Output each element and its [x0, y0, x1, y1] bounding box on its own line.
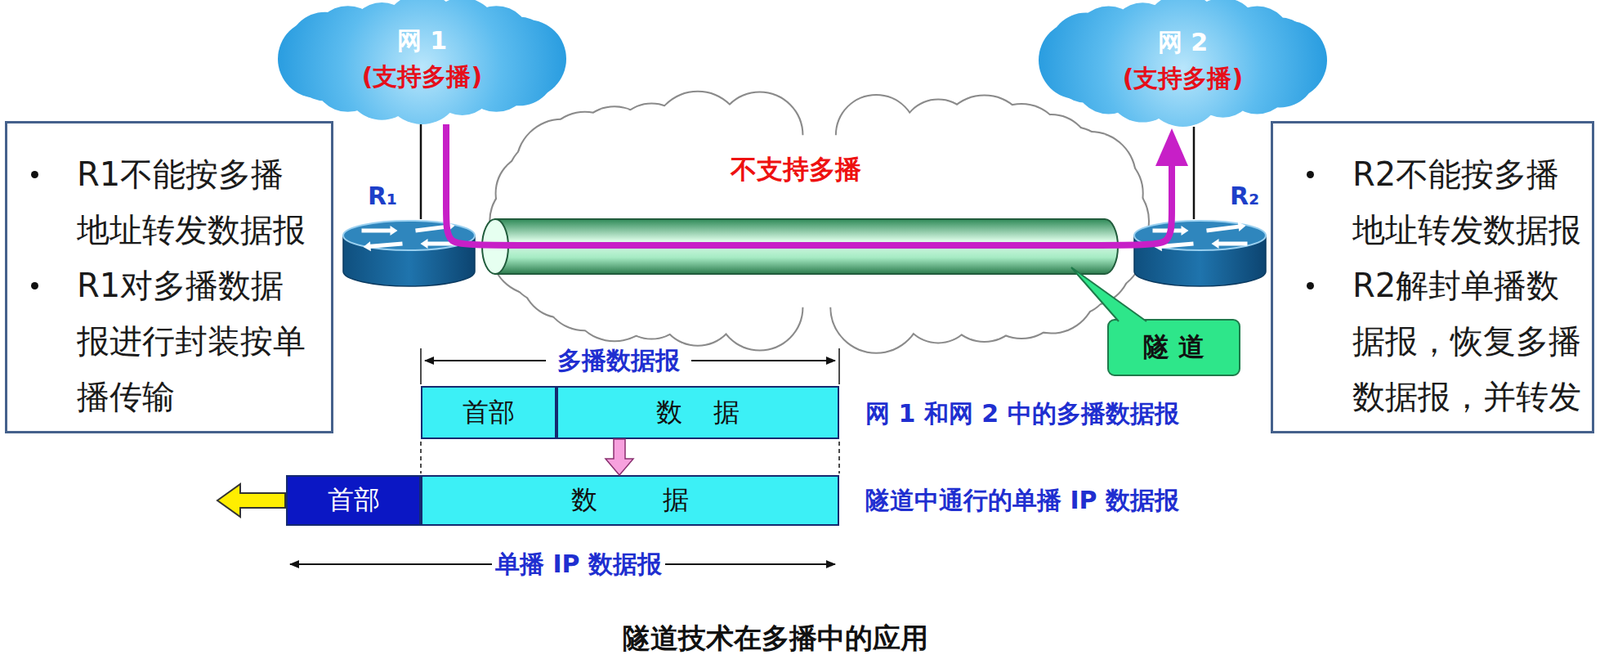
router-arrow [415, 221, 455, 233]
backbone-cloud: 不支持多播 [487, 89, 1149, 353]
note-text: R2不能按多播地址转发数据报 [1352, 146, 1586, 258]
cloud-outline [490, 92, 1149, 353]
cloud-fill [490, 92, 1149, 353]
router-label: R₁ [367, 181, 398, 211]
multicast-path [446, 124, 1172, 246]
network-cloud: 网 1(支持多播) [277, 0, 567, 125]
encapsulate-arrow [605, 438, 634, 475]
router-top [1134, 220, 1266, 251]
callout-text: 隧 道 [1143, 329, 1205, 366]
dimension-line [424, 359, 546, 362]
dimension-label: 多播数据报 [557, 344, 680, 378]
header-field: 首部 [286, 474, 421, 526]
link-line [420, 124, 423, 219]
network-note: (支持多播) [362, 58, 483, 95]
dimension-tick [838, 441, 841, 474]
dimension-tick [420, 441, 422, 474]
router-arrow [1211, 238, 1248, 249]
network-name: 网 2 [1157, 24, 1208, 61]
cloud-fill [1038, 0, 1328, 127]
bullet-dot [31, 281, 39, 290]
bigcloud-shape [487, 89, 1149, 353]
router-label: R₂ [1229, 181, 1260, 211]
callout-tail [1071, 267, 1147, 322]
figure-caption: 隧道技术在多播中的应用 [622, 619, 929, 657]
field-text: 数 据 [656, 394, 740, 431]
network-cloud: 网 2(支持多播) [1038, 0, 1328, 127]
router-arrow [420, 238, 457, 249]
router-shape [1132, 218, 1268, 288]
row-label: 隧道中通行的单播 IP 数据报 [865, 483, 1180, 518]
note-text: R1不能按多播地址转发数据报 [76, 146, 310, 258]
label-patch: 隧道中通行的单播 IP 数据报 [862, 483, 1183, 518]
bullet-dot [31, 170, 39, 179]
router-arrow [1153, 225, 1189, 236]
callout-box [1108, 319, 1240, 376]
bullet-dot [1306, 281, 1314, 290]
router-arrow [1206, 221, 1246, 233]
label-patch: 多播数据报 [554, 344, 684, 378]
tunnel-opening [482, 218, 509, 274]
data-field: 数 据 [420, 474, 840, 526]
dimension-line [665, 563, 836, 565]
tunnel-body [495, 218, 1118, 274]
network-note: (支持多播) [1122, 60, 1243, 97]
field-text: 首部 [462, 394, 515, 431]
note-text: R1对多播数据报进行封装按单播传输 [76, 257, 310, 425]
router-arrow [362, 225, 398, 236]
dimension-line [691, 359, 836, 362]
cloud-label: 不支持多播 [730, 151, 862, 188]
dimension-tick [838, 348, 841, 385]
tunnel-callout: 隧 道 [1107, 318, 1241, 376]
field-text: 数 据 [571, 482, 689, 519]
caption-patch: 隧道技术在多播中的应用 [619, 619, 932, 657]
router-icon: R₁ [341, 218, 477, 288]
bullet-dot [1306, 170, 1314, 179]
dimension-line [290, 563, 494, 565]
router-icon: R₂ [1132, 218, 1268, 288]
router-label-box: R₁ [367, 181, 398, 211]
router-arrows [1153, 221, 1248, 251]
note-panel: R1不能按多播地址转发数据报R1对多播数据报进行封装按单播传输 [4, 120, 334, 434]
link-line [1193, 126, 1196, 219]
router-arrow [1154, 241, 1194, 251]
dimension-tick [420, 348, 422, 385]
field-text: 首部 [327, 482, 380, 519]
label-patch: 网 1 和网 2 中的多播数据报 [862, 397, 1183, 431]
router-arrows [362, 221, 457, 251]
dimension-label: 单播 IP 数据报 [495, 547, 662, 582]
direction-arrow [217, 483, 286, 517]
network-name: 网 1 [397, 22, 447, 59]
data-field: 数 据 [556, 385, 840, 439]
note-text: R2解封单播数据报，恢复多播数据报，并转发 [1352, 257, 1586, 425]
note-panel: R2不能按多播地址转发数据报R2解封单播数据报，恢复多播数据报，并转发 [1270, 120, 1595, 434]
router-top [343, 220, 475, 251]
router-arrow [363, 241, 403, 251]
cloud-fill [277, 0, 567, 125]
router-label-box: R₂ [1229, 181, 1260, 211]
label-patch: 单播 IP 数据报 [491, 547, 666, 582]
router-shape [341, 218, 477, 288]
header-field: 首部 [420, 385, 557, 439]
row-label: 网 1 和网 2 中的多播数据报 [865, 397, 1180, 431]
callout-tail-edge [1071, 267, 1147, 322]
